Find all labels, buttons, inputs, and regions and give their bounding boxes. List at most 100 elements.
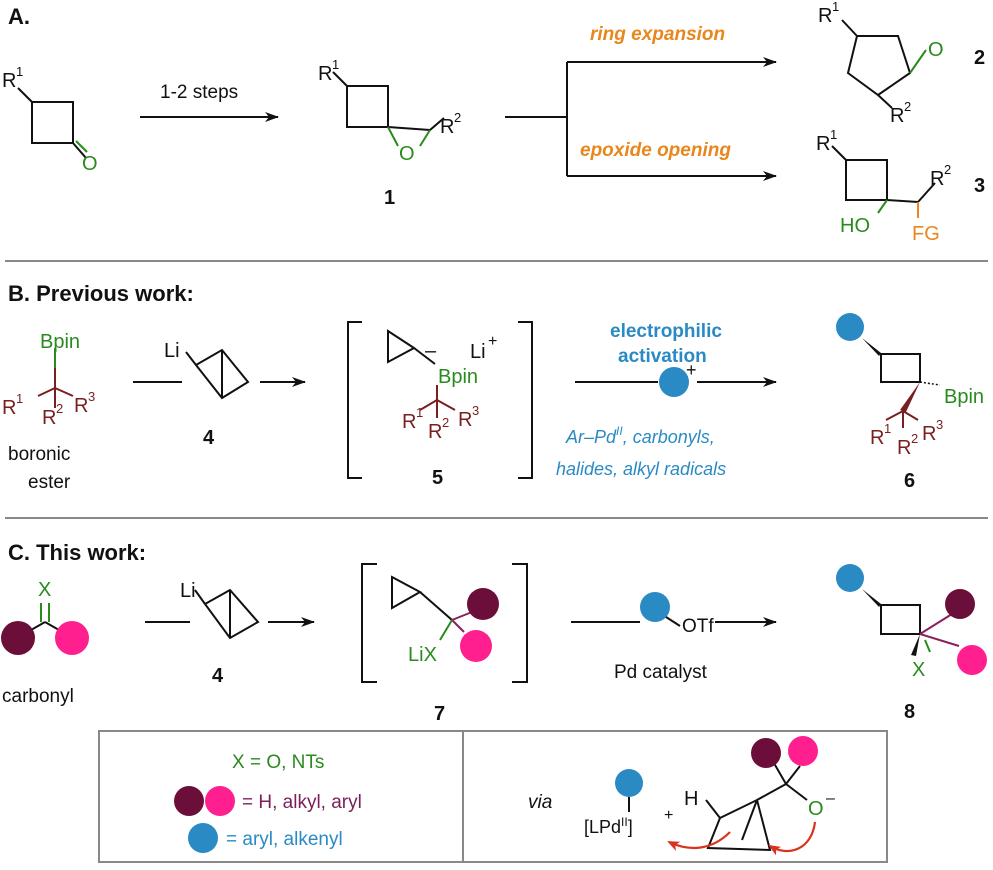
branching-arrows [505, 57, 777, 181]
p6-r3: R [922, 423, 936, 445]
via-label: via [528, 792, 552, 813]
product3-hydroxyl: HO [840, 215, 870, 237]
bridgehead-hydrogen: H [684, 788, 698, 810]
carbonyl-x: X [38, 579, 51, 601]
p8-purple-circle [945, 589, 975, 619]
lithium-label: Li [164, 340, 180, 362]
carbonyl-caption: carbonyl [2, 686, 74, 707]
p8-x: X [912, 659, 925, 681]
compound-5-number: 5 [432, 467, 443, 489]
product2-r1-sup: 1 [832, 0, 839, 14]
product6-structure: Bpin R 1 R 2 R 3 6 [836, 313, 984, 492]
pd-bracket-close: ] [628, 817, 633, 837]
cyclobutanol-structure: R 1 R 2 HO FG 3 [816, 127, 985, 245]
ate-r1-sup: 1 [416, 405, 423, 420]
triflate-label: OTf [682, 616, 714, 637]
ate-minus: – [425, 340, 437, 362]
compound-1-number: 1 [384, 187, 395, 209]
cyclopentanone-structure: R 1 O R 2 2 [818, 0, 985, 127]
section-c-label: C. This work: [8, 540, 146, 565]
alkoxide-charge: – [826, 790, 835, 807]
electrophile-circle [659, 367, 689, 397]
legend-aryl-definition: = aryl, alkenyl [226, 829, 343, 850]
aryl-triflate-circle [640, 592, 670, 622]
ate-r2: R [428, 421, 442, 443]
legend-pink-circle [205, 786, 235, 816]
product3-r1-sup: 1 [830, 127, 837, 142]
ate-r2-sup: 2 [442, 415, 449, 430]
spirocycle-product-structure: X 8 [836, 564, 987, 723]
carbonyl-pink-circle [55, 621, 89, 655]
step-count-label: 1-2 steps [160, 82, 238, 103]
ate-lithium: Li [470, 341, 486, 363]
epoxide-r1: R [318, 63, 332, 85]
p6-bpin: Bpin [944, 386, 984, 408]
section-b: B. Previous work: Bpin R 1 R 2 R 3 boron… [2, 281, 984, 493]
epoxide-oxygen: O [399, 143, 415, 165]
section-b-label: B. Previous work: [8, 281, 194, 306]
product2-oxygen: O [928, 39, 944, 61]
product3-r2-sup: 2 [944, 162, 951, 177]
ate-bpin: Bpin [438, 366, 478, 388]
pd-oxidation-state: II [621, 815, 628, 829]
palladium-complex-label: [LPdII] [584, 815, 633, 837]
p6-r2: R [897, 437, 911, 459]
int7-lix: LiX [408, 644, 437, 666]
product2-r1: R [818, 5, 832, 27]
ester-r1: R [2, 397, 16, 419]
int7-pink-circle [460, 630, 492, 662]
legend-box: X = O, NTs = H, alkyl, aryl = aryl, alke… [98, 730, 888, 863]
curved-arrow-bond [667, 831, 731, 851]
carbonyl-purple-circle [1, 621, 35, 655]
ate-r1: R [402, 411, 416, 433]
r1-label: R [2, 70, 16, 92]
legend-via-pink-circle [788, 736, 818, 766]
legend-purple-circle [174, 786, 204, 816]
bicyclobutyl-lithium-structure: Li 4 [164, 340, 250, 449]
section-a: A. R 1 O 1-2 steps R 1 R 2 O 1 [2, 0, 985, 245]
section-a-label: A. [8, 4, 30, 29]
compound-6-number: 6 [904, 470, 915, 492]
ring-expansion-label: ring expansion [590, 24, 725, 45]
legend-substituent-definition: = H, alkyl, aryl [242, 792, 362, 813]
legend-x-definition: X = O, NTs [232, 752, 324, 773]
ate-plus: + [488, 333, 497, 350]
curved-arrow-alkoxide [768, 821, 817, 856]
boronic-caption-line2: ester [28, 472, 71, 493]
compound-4-number-c: 4 [212, 665, 224, 687]
ate-r3: R [458, 409, 472, 431]
ester-r2: R [42, 407, 56, 429]
scope-line-1: Ar–PdII, carbonyls, [565, 424, 715, 447]
product3-r2: R [930, 168, 944, 190]
legend-pd-aryl-circle [615, 769, 643, 797]
section-c: C. This work: X carbonyl Li 4 LiX [1, 540, 987, 725]
p8-pink-circle [957, 645, 987, 675]
int7-purple-circle [467, 588, 499, 620]
legend-via-purple-circle [751, 738, 781, 768]
boronic-ester-structure: Bpin R 1 R 2 R 3 boronic ester [2, 331, 95, 493]
ester-r2-sup: 2 [56, 401, 63, 416]
alkoxide-intermediate-structure: LiX 7 [361, 563, 528, 725]
spiro-epoxide-structure: R 1 R 2 O 1 [318, 57, 461, 209]
compound-8-number: 8 [904, 701, 915, 723]
bicyclobutyl-lithium-structure-c: Li 4 [180, 580, 260, 687]
scope-pd-sup: II [616, 424, 623, 438]
ate-complex-structure: – Li + Bpin R 1 R 2 R 3 5 [347, 321, 533, 489]
activation-label-line2: activation [618, 346, 707, 367]
ester-r3: R [74, 395, 88, 417]
p6-r3-sup: 3 [936, 417, 943, 432]
epoxide-r2: R [440, 116, 454, 138]
product3-functional-group: FG [912, 223, 940, 245]
epoxide-opening-label: epoxide opening [580, 140, 731, 161]
ester-r3-sup: 3 [88, 389, 95, 404]
pd-prefix: [LPd [584, 817, 621, 837]
scope-arpd: Ar–Pd [565, 427, 617, 447]
scope-line-2: halides, alkyl radicals [556, 459, 726, 479]
boronic-caption-line1: boronic [8, 444, 70, 465]
p8-aryl-circle [836, 564, 864, 592]
p6-r1: R [870, 427, 884, 449]
compound-2-number: 2 [974, 47, 985, 69]
p6-aryl-circle [836, 313, 864, 341]
product2-r2: R [890, 105, 904, 127]
